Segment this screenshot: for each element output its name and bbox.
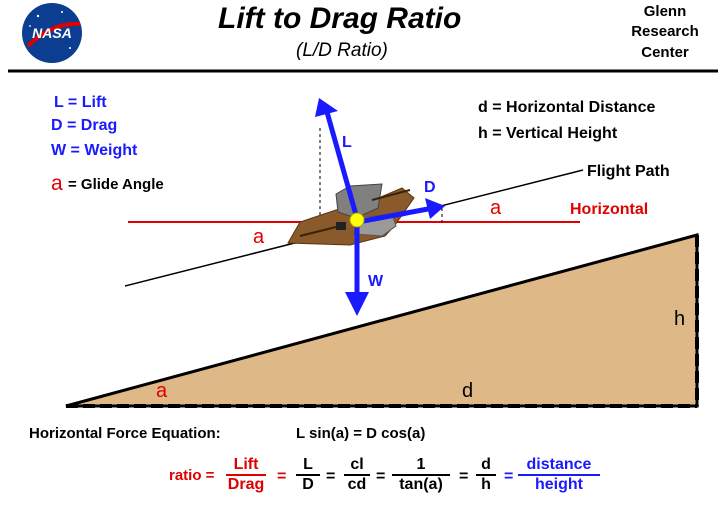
- angle-label-left: a: [253, 226, 265, 248]
- fraction-distance-height: distance height: [518, 456, 600, 494]
- fraction-lift: Lift: [233, 456, 259, 473]
- fraction-l: L: [303, 456, 313, 473]
- legend-angle-text: = Glide Angle: [68, 176, 164, 193]
- angle-label-upper: a: [490, 197, 502, 219]
- fraction-d-h: d h: [476, 456, 496, 494]
- page-subtitle: (L/D Ratio): [296, 40, 388, 61]
- center-of-gravity: [349, 212, 365, 228]
- legend-distance: d = Horizontal Distance: [478, 99, 656, 116]
- angle-label-ramp: a: [156, 380, 168, 402]
- eq-sign-4: =: [459, 468, 469, 485]
- org-line-3: Center: [641, 44, 689, 61]
- force-equation-formula: L sin(a) = D cos(a): [296, 425, 426, 442]
- fraction-height: height: [535, 476, 583, 493]
- ratio-label: ratio =: [169, 467, 215, 484]
- drag-label: D: [424, 179, 436, 196]
- fraction-tan: tan(a): [399, 476, 443, 493]
- weight-arrow: [345, 222, 369, 316]
- horizontal-label: Horizontal: [570, 201, 649, 218]
- h-label: h: [674, 308, 686, 330]
- page-title: Lift to Drag Ratio: [218, 2, 462, 35]
- eq-sign-1: =: [277, 468, 287, 485]
- fraction-d: D: [302, 476, 314, 493]
- fraction-cl: cl: [350, 456, 364, 473]
- fraction-lift-drag: Lift Drag: [226, 456, 266, 494]
- eq-sign-2: =: [326, 468, 336, 485]
- nasa-logo: NASA: [22, 3, 82, 63]
- lift-label: L: [342, 134, 352, 151]
- legend-angle-symbol: a: [51, 172, 63, 195]
- org-line-1: Glenn: [643, 3, 687, 20]
- fraction-d-num: d: [481, 456, 491, 473]
- d-label: d: [462, 380, 474, 402]
- flight-path-label: Flight Path: [587, 163, 670, 180]
- fraction-l-d: L D: [296, 456, 320, 494]
- fraction-drag: Drag: [227, 476, 265, 493]
- org-line-2: Research: [631, 23, 699, 40]
- eq-sign-5: =: [504, 468, 514, 485]
- legend-lift: L = Lift: [54, 94, 107, 111]
- fraction-cd: cd: [347, 476, 367, 493]
- lift-arrow: [315, 98, 361, 223]
- fraction-h-den: h: [481, 476, 491, 493]
- fraction-cl-cd: cl cd: [344, 456, 370, 494]
- nasa-logo-text: NASA: [32, 25, 72, 41]
- force-equation-heading: Horizontal Force Equation:: [29, 425, 221, 442]
- weight-label: W: [368, 273, 384, 290]
- eq-sign-3: =: [376, 468, 386, 485]
- drag-arrow: [357, 198, 445, 225]
- fraction-distance: distance: [526, 456, 592, 473]
- fraction-1-tan: 1 tan(a): [392, 456, 450, 494]
- legend-weight: W = Weight: [51, 142, 138, 159]
- legend-drag: D = Drag: [51, 117, 118, 134]
- legend-height: h = Vertical Height: [478, 125, 618, 142]
- fraction-one: 1: [416, 456, 426, 473]
